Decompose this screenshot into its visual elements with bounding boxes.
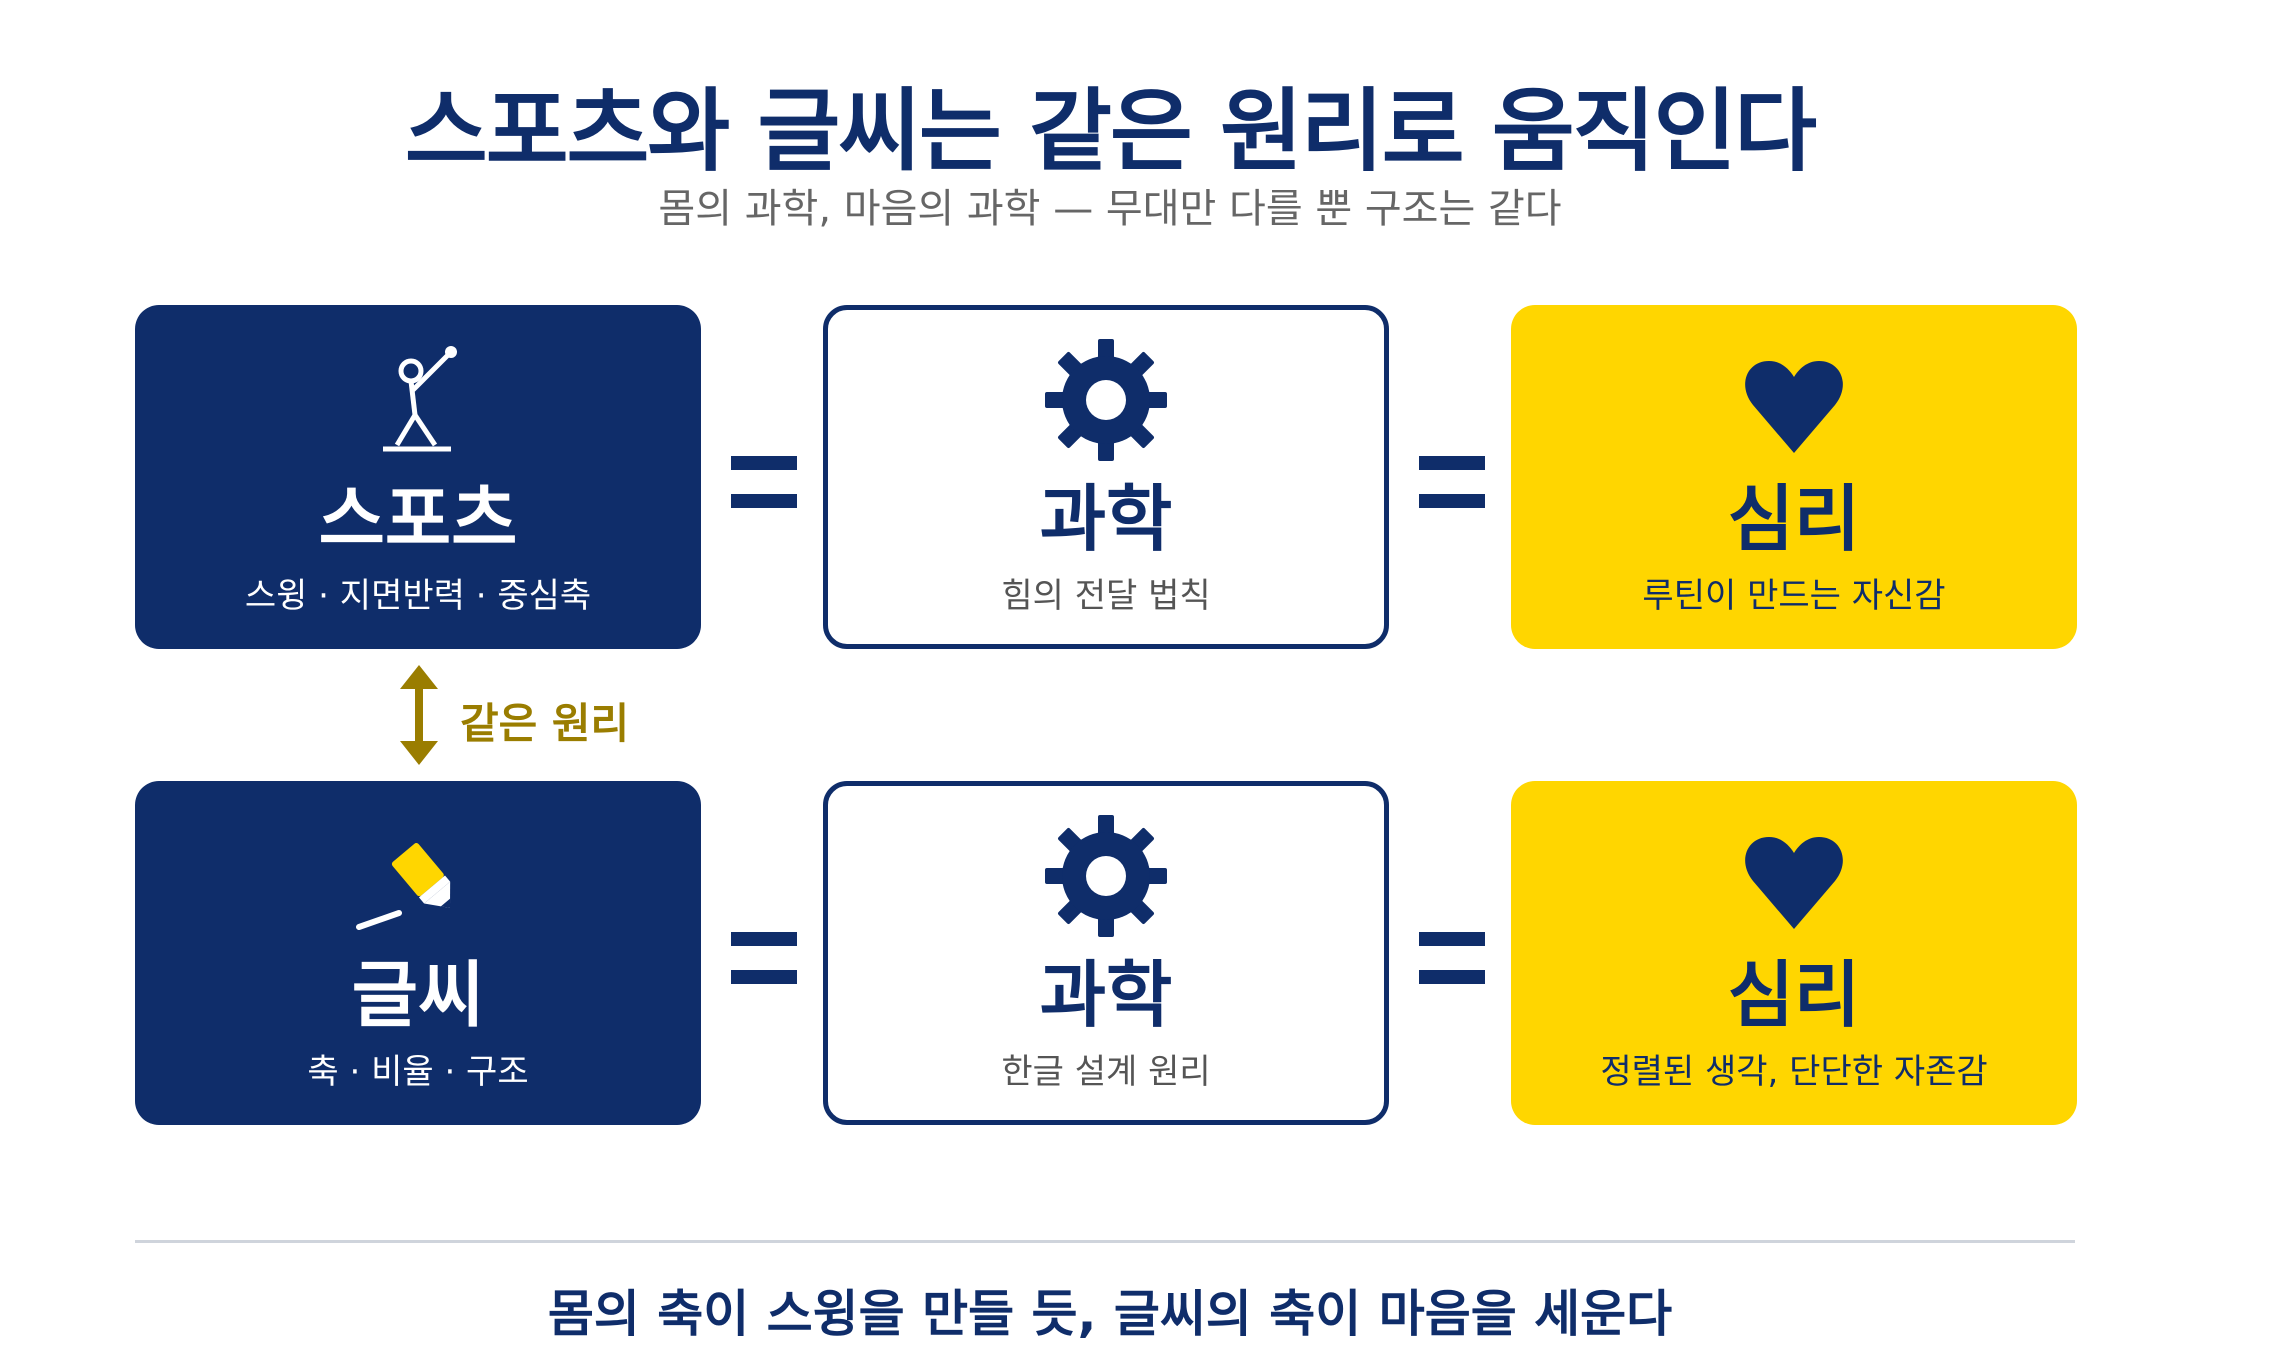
equals-sign xyxy=(731,456,797,508)
card-title: 과학 xyxy=(1039,477,1173,561)
sports-card: 스포츠 스윙 · 지면반력 · 중심축 xyxy=(135,305,701,649)
card-title: 심리 xyxy=(1727,477,1861,561)
card-title: 글씨 xyxy=(351,953,485,1037)
card-title: 과학 xyxy=(1039,953,1173,1037)
card-title: 스포츠 xyxy=(318,477,518,561)
card-title: 심리 xyxy=(1727,953,1861,1037)
same-principle-label: 같은 원리 xyxy=(460,699,630,748)
pen-icon xyxy=(356,843,451,930)
equals-sign xyxy=(731,932,797,984)
card-subtitle: 축 · 비율 · 구조 xyxy=(307,1052,529,1092)
page-title: 스포츠와 글씨는 같은 원리로 움직인다 xyxy=(404,79,1817,184)
card-subtitle: 스윙 · 지면반력 · 중심축 xyxy=(244,576,592,616)
science-card: 과학 힘의 전달 법칙 xyxy=(823,305,1389,649)
card-subtitle: 루틴이 만드는 자신감 xyxy=(1642,576,1946,616)
card-subtitle: 한글 설계 원리 xyxy=(1001,1052,1211,1092)
equals-sign xyxy=(1419,932,1485,984)
psychology-card: 심리 루틴이 만드는 자신감 xyxy=(1511,305,2077,649)
heart-icon xyxy=(1745,837,1843,929)
card-subtitle: 정렬된 생각, 단단한 자존감 xyxy=(1600,1052,1988,1092)
handwriting-card: 글씨 축 · 비율 · 구조 xyxy=(135,781,701,1125)
science-card: 과학 한글 설계 원리 xyxy=(823,781,1389,1125)
gear-icon xyxy=(1045,339,1167,461)
golfer-icon xyxy=(383,346,457,452)
psychology-card: 심리 정렬된 생각, 단단한 자존감 xyxy=(1511,781,2077,1125)
page-subtitle: 몸의 과학, 마음의 과학 — 무대만 다를 뿐 구조는 같다 xyxy=(658,186,1562,232)
card-subtitle: 힘의 전달 법칙 xyxy=(1001,576,1211,616)
double-arrow-icon xyxy=(400,665,438,765)
footer-caption: 몸의 축이 스윙을 만들 듯, 글씨의 축이 마음을 세운다 xyxy=(547,1285,1673,1343)
heart-icon xyxy=(1745,361,1843,453)
divider xyxy=(135,1240,2075,1243)
gear-icon xyxy=(1045,815,1167,937)
equals-sign xyxy=(1419,456,1485,508)
